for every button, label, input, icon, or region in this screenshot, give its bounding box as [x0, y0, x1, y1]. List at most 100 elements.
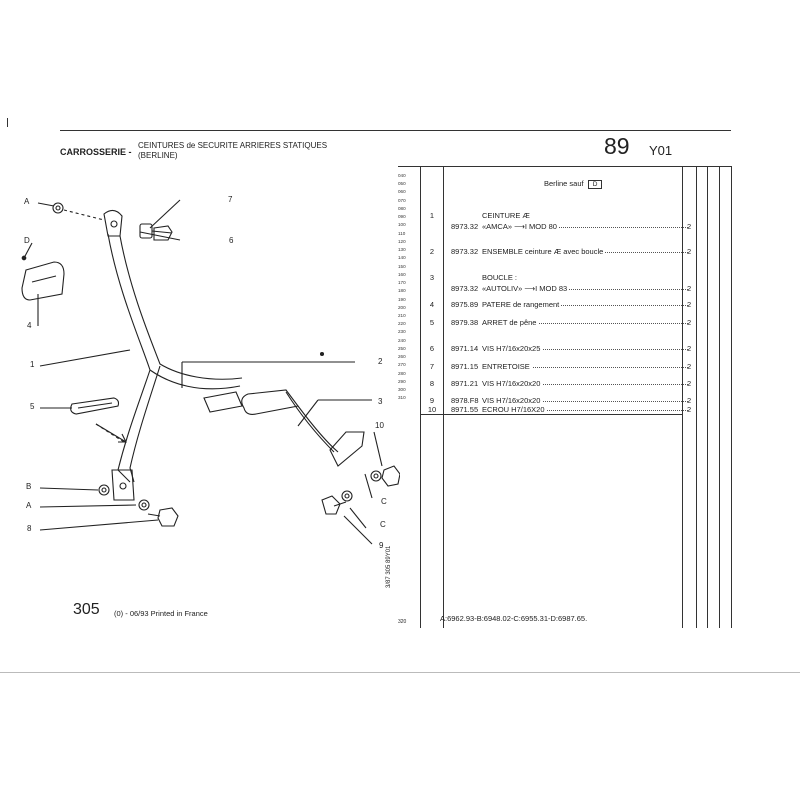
- part-reference: 8973.32: [451, 247, 479, 256]
- part-reference: 8971.55: [451, 405, 479, 414]
- footer-line-code: 320: [398, 619, 407, 625]
- footer-references: A:6962.93-B:6948.02-C:6955.31-D:6987.65.: [440, 614, 588, 623]
- col-rule-qty: [696, 166, 697, 628]
- part-reference: 8971.14: [451, 344, 479, 353]
- part-description: ENSEMBLE ceinture Æ avec boucle: [482, 247, 606, 256]
- line-code: 290: [398, 378, 406, 384]
- part-number: 5: [429, 318, 435, 327]
- line-code: 300: [398, 387, 406, 393]
- label-8: 8: [27, 524, 32, 533]
- part-description: «AUTOLIV» ⟶I MOD 83: [482, 284, 570, 293]
- part-quantity: 2: [687, 379, 692, 388]
- part-reference: 8978.F8: [451, 396, 479, 405]
- section-description: CEINTURES de SECURITE ARRIERES STATIQUES…: [138, 141, 327, 161]
- line-code: 110: [398, 230, 406, 236]
- part-description: ARRET de pêne: [482, 318, 539, 327]
- part-description: ENTRETOISE: [482, 362, 532, 371]
- description-line-2: (BERLINE): [138, 151, 178, 160]
- col-rule-num: [443, 166, 444, 628]
- page-code: Y01: [649, 143, 673, 158]
- label-3: 3: [378, 397, 383, 406]
- part-quantity: 2: [687, 284, 692, 293]
- header-top-rule: [60, 130, 731, 131]
- part-description: PATERE de rangement: [482, 300, 562, 309]
- part-description: VIS H7/16x20x25: [482, 344, 543, 353]
- leader-dots: [482, 367, 688, 368]
- line-code: 200: [398, 304, 406, 310]
- label-1: 1: [30, 360, 35, 369]
- variant-note: Berline sauf D: [544, 179, 603, 189]
- line-code: 190: [398, 296, 406, 302]
- part-quantity: 2: [687, 300, 692, 309]
- line-code: 250: [398, 345, 406, 351]
- line-code: 240: [398, 337, 406, 343]
- line-code: 060: [398, 189, 406, 195]
- label-B: B: [26, 482, 32, 491]
- table-top-rule: [398, 166, 732, 167]
- part-number: 6: [429, 344, 435, 353]
- part-quantity: 2: [687, 222, 692, 231]
- line-code: 140: [398, 255, 406, 261]
- part-reference: 8971.21: [451, 379, 479, 388]
- parts-diagram: [21, 199, 400, 545]
- line-code: 260: [398, 354, 406, 360]
- part-reference: 8973.32: [451, 222, 479, 231]
- part-description: ECROU H7/16X20: [482, 405, 547, 414]
- col-rule-c: [731, 166, 732, 628]
- col-rule-a: [707, 166, 708, 628]
- leader-dots: [482, 349, 688, 350]
- line-code: 150: [398, 263, 406, 269]
- label-A-bottom: A: [26, 501, 32, 510]
- page-number: 89: [604, 133, 630, 159]
- part-number: 1: [429, 211, 435, 220]
- line-code: 170: [398, 280, 406, 286]
- label-4: 4: [27, 321, 32, 330]
- col-rule-b: [719, 166, 720, 628]
- part-number: 8: [429, 379, 435, 388]
- label-10: 10: [375, 421, 384, 430]
- part-description: VIS H7/16x20x20: [482, 396, 543, 405]
- line-code: 210: [398, 312, 406, 318]
- line-code: 050: [398, 181, 406, 187]
- leader-dots: [482, 410, 688, 411]
- line-code: 160: [398, 271, 406, 277]
- part-quantity: 2: [687, 396, 692, 405]
- variant-note-text: Berline sauf: [544, 179, 584, 188]
- part-number: 10: [427, 405, 437, 414]
- label-2: 2: [378, 357, 383, 366]
- label-9: 9: [379, 541, 384, 550]
- part-number: 7: [429, 362, 435, 371]
- line-code: 080: [398, 205, 406, 211]
- line-code: 180: [398, 288, 406, 294]
- line-code: 090: [398, 214, 406, 220]
- line-code: 040: [398, 173, 406, 178]
- line-code: 220: [398, 321, 406, 327]
- part-reference: 8973.32: [451, 284, 479, 293]
- part-reference: 8975.89: [451, 300, 479, 309]
- line-code: 230: [398, 329, 406, 335]
- variant-box: D: [587, 180, 603, 189]
- line-code: 280: [398, 370, 406, 376]
- section-title: CARROSSERIE -: [60, 147, 132, 157]
- part-description: VIS H7/16x20x20: [482, 379, 543, 388]
- label-C-bottom: C: [380, 520, 386, 529]
- description-line-1: CEINTURES de SECURITE ARRIERES STATIQUES: [138, 141, 328, 150]
- part-number: 9: [429, 396, 435, 405]
- footer-print-info: (0) - 06/93 Printed in France: [114, 609, 208, 618]
- leader-dots: [482, 305, 688, 306]
- part-quantity: 2: [687, 405, 692, 414]
- leader-dots: [482, 323, 688, 324]
- line-code: 130: [398, 247, 406, 253]
- part-quantity: 2: [687, 362, 692, 371]
